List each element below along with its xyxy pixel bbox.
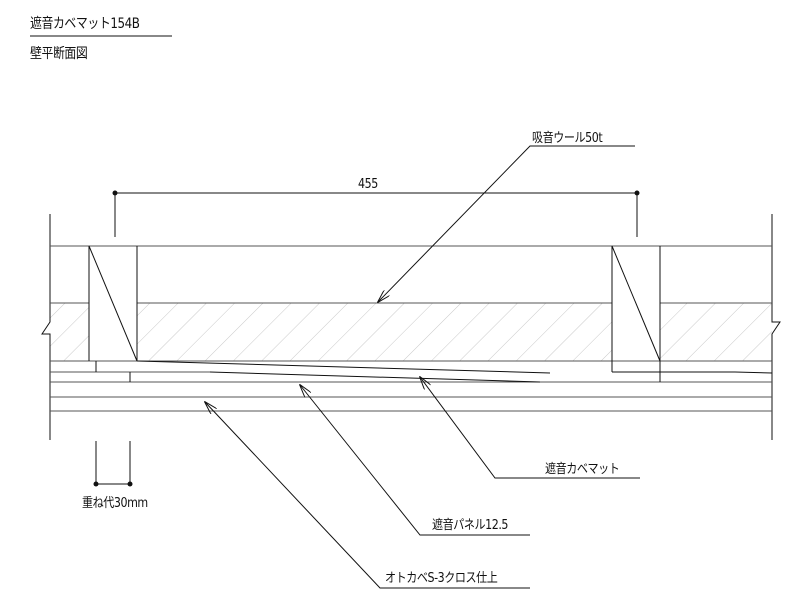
label-insulation: 吸音ウール50t: [532, 131, 603, 146]
leader-insulation: [378, 145, 635, 302]
leader-finish: [205, 402, 530, 589]
stud-left-diagonal: [88, 245, 138, 362]
dimension-stud-spacing: 455: [358, 177, 378, 192]
label-finish: オトカベS-3クロス仕上: [385, 571, 498, 586]
label-panel: 遮音パネル12.5: [432, 518, 509, 533]
dimension-overlap: 重ね代30mm: [82, 496, 148, 511]
label-mat: 遮音カベマット: [545, 462, 620, 477]
drawing-title: 遮音カベマット154B: [30, 16, 140, 32]
leader-panel: [300, 385, 530, 536]
stud-right-diagonal: [611, 245, 661, 362]
right-break-line: [771, 214, 781, 440]
left-break-line: [41, 214, 51, 440]
drawing-subtitle: 壁平断面図: [30, 46, 88, 62]
leader-mat: [420, 377, 640, 479]
